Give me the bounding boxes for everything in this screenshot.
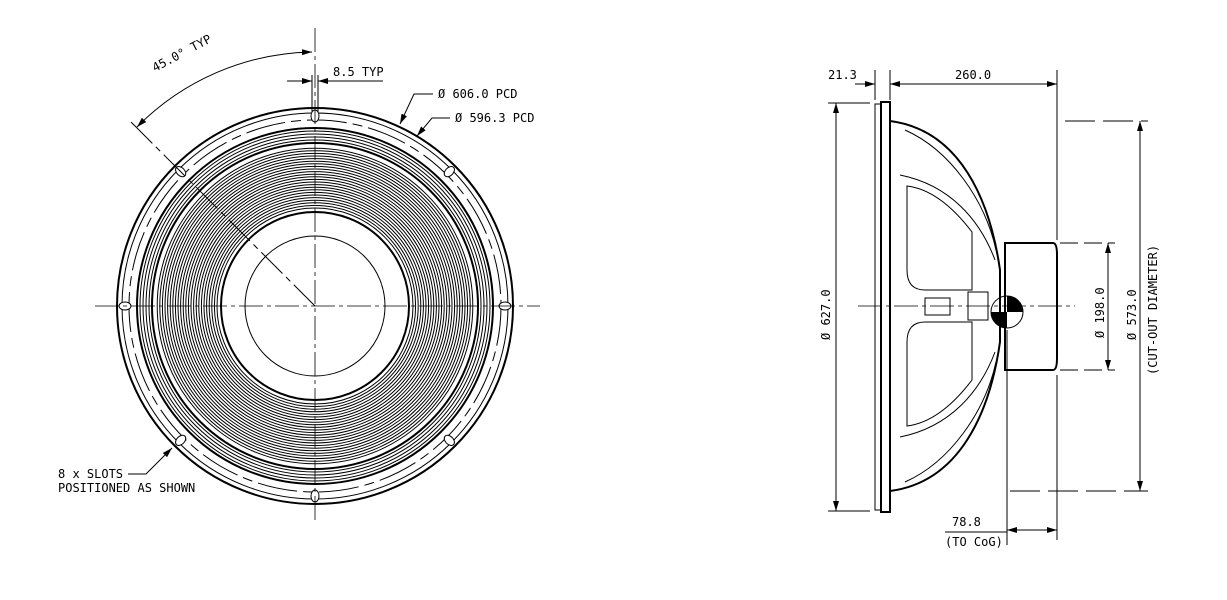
mounting-slot: [443, 166, 455, 178]
depth-label: 260.0: [955, 68, 991, 82]
basket-outline: [889, 120, 1001, 492]
terminal-block: [924, 297, 951, 316]
angle-reference-line: [129, 120, 316, 307]
magnet-diameter-label: Ø 198.0: [1093, 287, 1107, 338]
pcd-inner-leader: [416, 117, 450, 137]
pcd-inner-label: Ø 596.3 PCD: [455, 111, 534, 125]
mounting-slot: [175, 434, 187, 446]
basket-window-upper: [906, 185, 973, 291]
slot-width-label: 8.5 TYP: [333, 65, 384, 79]
outer-diameter-label: Ø 627.0: [819, 289, 833, 340]
front-view: 45.0° TYP 8.5 TYP Ø 606.0 PCD Ø 596.3 PC…: [58, 28, 540, 520]
cog-note: (TO CoG): [945, 535, 1003, 549]
pcd-outer-label: Ø 606.0 PCD: [438, 87, 517, 101]
flange-thickness-label: 21.3: [828, 68, 857, 82]
angle-label: 45.0° TYP: [150, 32, 214, 75]
angle-dimension-arc: [136, 49, 313, 128]
side-view: 21.3 260.0 Ø 627.0 Ø 198.0 Ø 573.0 (CUT-…: [819, 68, 1160, 549]
mounting-flange: [880, 101, 891, 513]
basket-ribs: [904, 129, 997, 483]
pcd-outer-leader: [399, 93, 433, 125]
cog-symbol: [1007, 296, 1023, 312]
slots-note-line2: POSITIONED AS SHOWN: [58, 481, 195, 495]
slots-note-leader: [128, 447, 173, 475]
mounting-slot: [443, 434, 455, 446]
cog-label: 78.8: [952, 515, 981, 529]
magnet: [1004, 242, 1058, 371]
cutout-diameter-label: Ø 573.0: [1125, 289, 1139, 340]
slots-note-line1: 8 x SLOTS: [58, 467, 123, 481]
basket-window-lower: [906, 321, 973, 427]
cutout-note: (CUT-OUT DIAMETER): [1146, 245, 1160, 375]
